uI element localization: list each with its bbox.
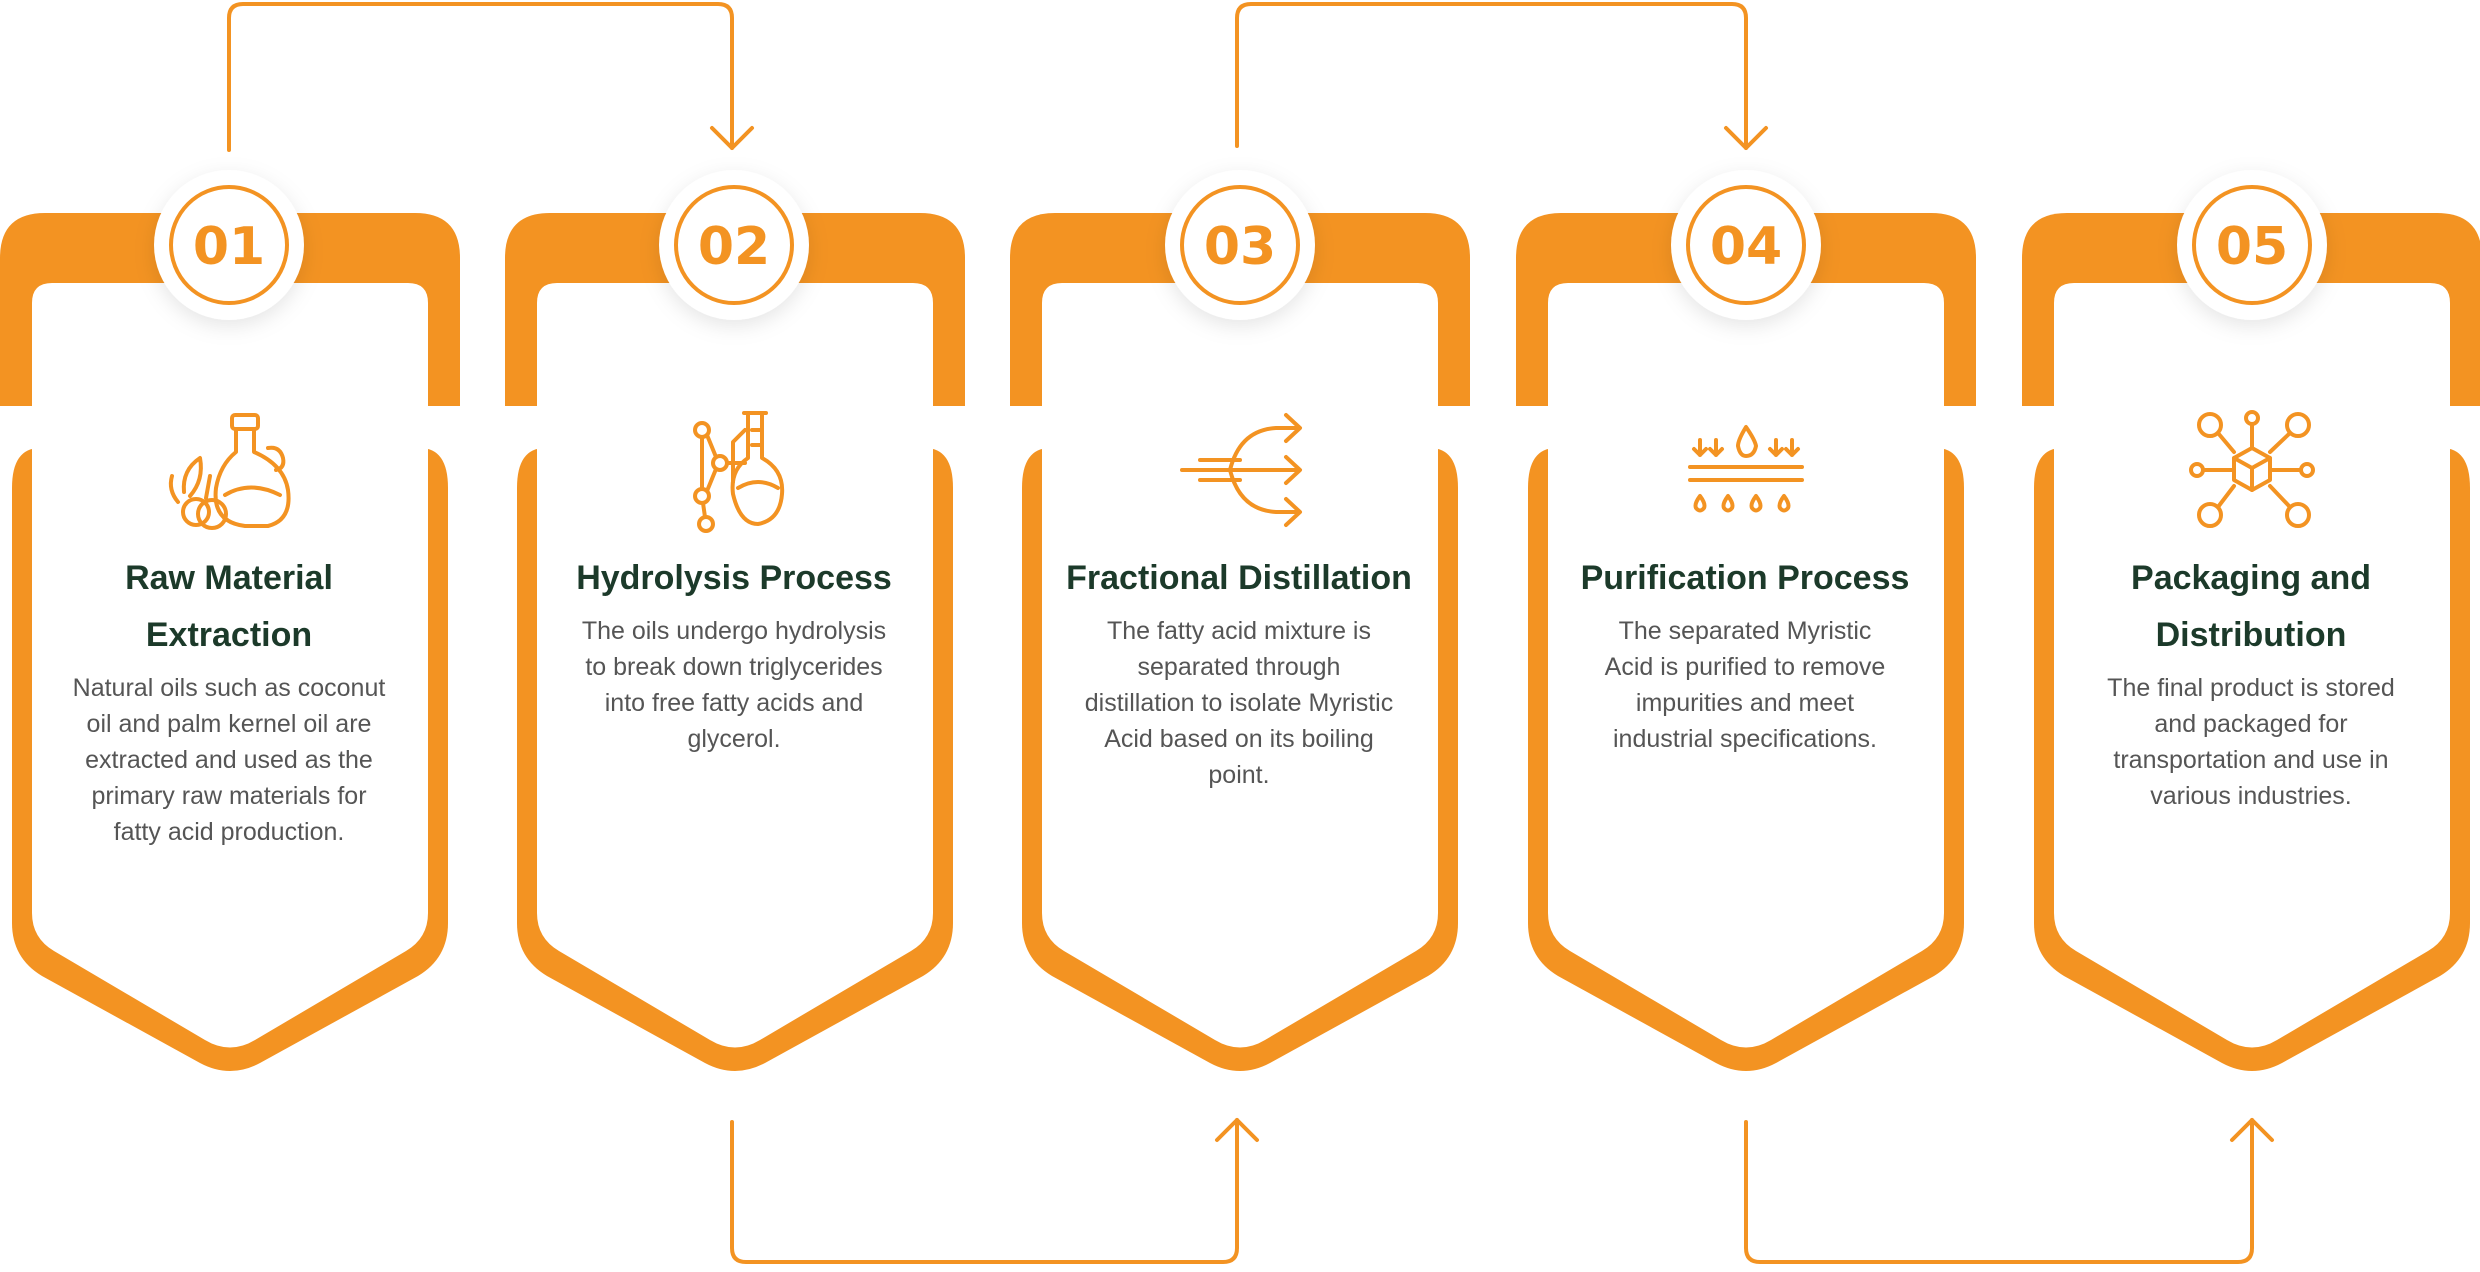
step-title-4: Purification Process bbox=[1580, 559, 1910, 597]
arrowhead-04 bbox=[1724, 126, 1768, 150]
number-badge-5: 05 bbox=[2177, 170, 2327, 320]
arrowhead-03 bbox=[1215, 1118, 1259, 1142]
arrow-04-to-05 bbox=[1744, 1118, 2254, 1264]
step-title-5: Packaging and Distribution bbox=[2131, 559, 2371, 654]
step-number-3: 03 bbox=[1204, 217, 1276, 277]
step-number-5: 05 bbox=[2216, 217, 2288, 277]
network-cube-icon bbox=[2189, 410, 2315, 528]
arrowhead-02 bbox=[710, 126, 754, 150]
arrow-02-to-03 bbox=[730, 1118, 1239, 1264]
step-text-1: Raw Material Extraction Natural oils suc… bbox=[54, 550, 404, 850]
step-description-4: The separated Myristic Acid is purified … bbox=[1604, 617, 1886, 753]
filtration-icon bbox=[1688, 425, 1804, 513]
number-badge-2: 02 bbox=[659, 170, 809, 320]
arrow-03-to-04 bbox=[1235, 2, 1748, 150]
step-number-4: 04 bbox=[1710, 217, 1782, 277]
step-text-2: Hydrolysis Process The oils undergo hydr… bbox=[559, 550, 909, 757]
step-text-4: Purification Process The separated Myris… bbox=[1570, 550, 1920, 757]
molecule-flask-icon bbox=[693, 411, 785, 533]
step-description-2: The oils undergo hydrolysis to break dow… bbox=[581, 617, 887, 753]
number-badge-4: 04 bbox=[1671, 170, 1821, 320]
number-badge-1: 01 bbox=[154, 170, 304, 320]
oil-bottle-icon bbox=[168, 413, 291, 530]
step-description-5: The final product is stored and packaged… bbox=[2107, 674, 2395, 810]
step-number-1: 01 bbox=[193, 217, 265, 277]
step-title-3: Fractional Distillation bbox=[1066, 559, 1412, 597]
step-title-1: Raw Material Extraction bbox=[125, 559, 333, 654]
connector-arrows bbox=[227, 2, 2274, 1264]
step-title-2: Hydrolysis Process bbox=[576, 559, 892, 597]
number-badge-3: 03 bbox=[1165, 170, 1315, 320]
arrowhead-05 bbox=[2230, 1118, 2274, 1142]
arrow-01-to-02 bbox=[227, 2, 734, 152]
step-description-1: Natural oils such as coconut oil and pal… bbox=[72, 674, 386, 846]
step-text-3: Fractional Distillation The fatty acid m… bbox=[1064, 550, 1414, 793]
step-text-5: Packaging and Distribution The final pro… bbox=[2076, 550, 2426, 814]
step-number-2: 02 bbox=[698, 217, 770, 277]
step-description-3: The fatty acid mixture is separated thro… bbox=[1084, 617, 1394, 789]
split-arrows-icon bbox=[1180, 413, 1302, 527]
